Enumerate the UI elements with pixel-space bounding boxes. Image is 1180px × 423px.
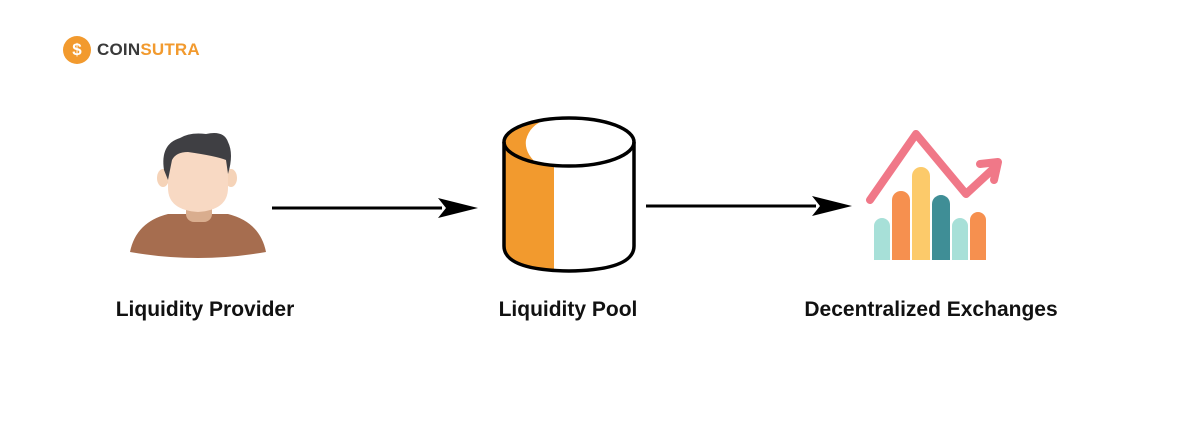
trend-chart-icon [866, 130, 1002, 260]
bar-6 [970, 212, 986, 260]
node-label-liquidity-provider: Liquidity Provider [115, 298, 295, 321]
node-label-decentralized-exchanges: Decentralized Exchanges [804, 298, 1058, 321]
cylinder-pool-icon [502, 116, 636, 273]
arrow-right-icon [646, 196, 852, 216]
coin-dollar-icon: $ [63, 36, 91, 64]
bar-5 [952, 218, 968, 260]
person-icon [130, 133, 266, 258]
bar-3 [912, 167, 930, 260]
arrow-right-icon [272, 198, 478, 218]
node-label-liquidity-pool: Liquidity Pool [498, 298, 638, 321]
trend-arrowhead [976, 158, 1002, 184]
bar-1 [874, 218, 890, 260]
brand-name: COINSUTRA [97, 40, 200, 59]
bar-2 [892, 191, 910, 260]
bar-4 [932, 195, 950, 260]
coinsutra-logo: $ COINSUTRA [63, 36, 200, 64]
trend-line [866, 130, 996, 204]
